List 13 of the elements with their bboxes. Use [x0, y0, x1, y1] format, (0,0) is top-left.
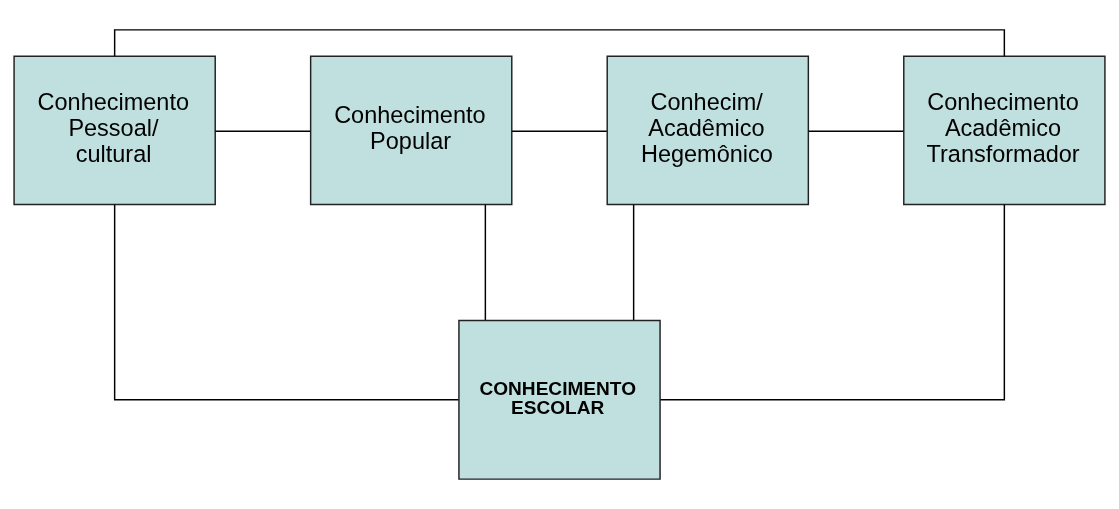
connector — [511, 130, 608, 132]
connector — [214, 130, 311, 132]
node-box: Conhecimento Acadêmico Transformador — [903, 55, 1106, 206]
connector — [659, 204, 1006, 401]
connector — [807, 130, 905, 132]
connector — [632, 204, 635, 321]
node-box: Conhecimento Popular — [309, 55, 513, 206]
node-box: Conhecim/ Acadêmico Hegemônico — [606, 55, 810, 206]
node-box: CONHECIMENTO ESCOLAR — [458, 319, 661, 480]
connector — [113, 204, 460, 401]
node-box: Conhecimento Pessoal/ cultural — [13, 55, 216, 206]
connector — [113, 29, 1006, 58]
connector — [484, 204, 487, 321]
